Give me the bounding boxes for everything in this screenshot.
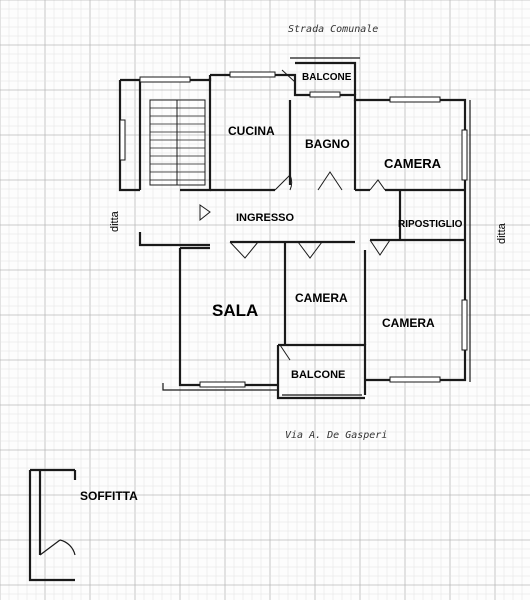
room-label-camera-1: CAMERA: [384, 156, 442, 171]
room-label-sala: SALA: [212, 301, 258, 320]
windows: [119, 71, 468, 388]
room-label-ingresso: INGRESSO: [236, 212, 295, 224]
room-label-balcone-bottom: BALCONE: [291, 369, 345, 381]
apartment-walls: [118, 57, 471, 400]
street-label-bottom: Via A. De Gasperi: [285, 430, 387, 441]
room-label-ripostiglio: RIPOSTIGLIO: [398, 219, 463, 230]
neighbor-label-right: ditta: [496, 222, 508, 244]
neighbor-label-left: ditta: [109, 210, 121, 232]
room-label-soffitta: SOFFITTA: [80, 489, 138, 503]
room-label-cucina: CUCINA: [228, 124, 275, 138]
street-label-top: Strada Comunale: [288, 24, 378, 35]
room-label-camera-3: CAMERA: [382, 316, 435, 330]
doors: [199, 69, 391, 361]
staircase: [149, 99, 206, 186]
room-label-bagno: BAGNO: [305, 137, 350, 151]
room-label-balcone-top: BALCONE: [302, 72, 352, 83]
soffitta-walls: [28, 468, 77, 582]
room-label-camera-2: CAMERA: [295, 291, 348, 305]
